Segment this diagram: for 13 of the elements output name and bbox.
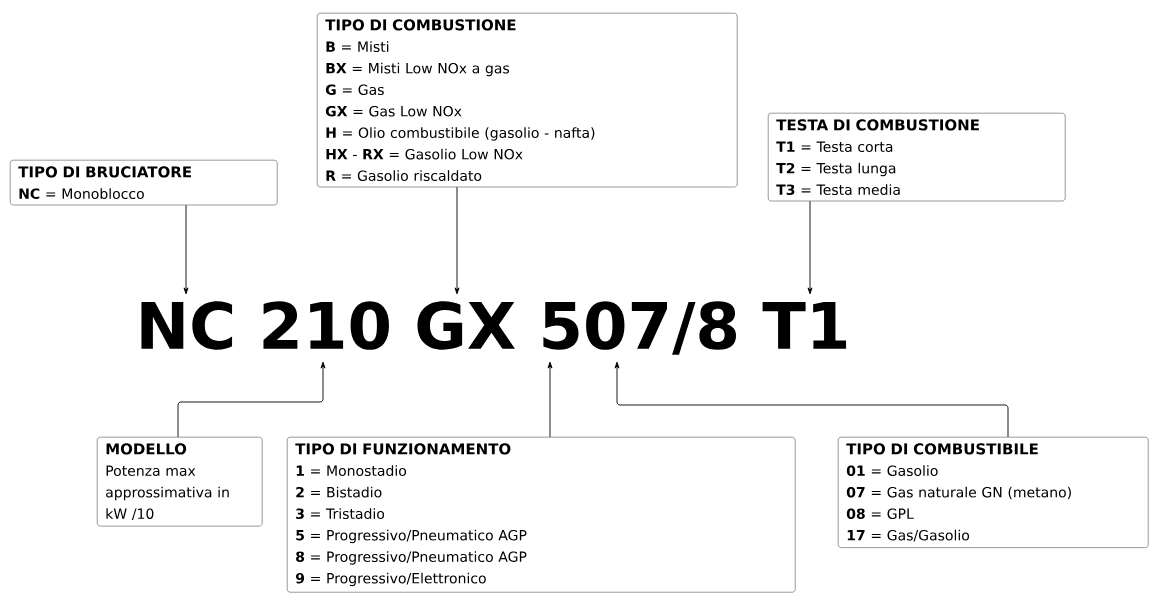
legend-box: TESTA DI COMBUSTIONE T1 = Testa corta T2 = Testa lunga T3 = Testa media bbox=[768, 113, 1066, 202]
legend-box: TIPO DI COMBUSTIONE B = Misti BX = Misti Low NOx a gas G = Gas GX = Gas Low NOx H = Olio combustibile (gasolio - nafta) HX - RX = Gasolio Low NOx R = Gasolio riscaldato bbox=[317, 13, 738, 188]
legend-box: TIPO DI BRUCIATORE NC = Monoblocco bbox=[10, 160, 278, 206]
arrow bbox=[177, 361, 326, 438]
arrow bbox=[807, 200, 813, 295]
legend-box: TIPO DI FUNZIONAMENTO 1 = Monostadio 2 = Bistadio 3 = Tristadio 5 = Progressivo/Pneumatico AGP 8 = Progressivo/Pneumatico AGP 9 = Progressivo/Elettronico bbox=[287, 437, 796, 593]
arrow bbox=[547, 361, 553, 438]
legend-box: MODELLO Potenza max approssimativa in kW /10 bbox=[97, 437, 263, 527]
model-code: NC 210 GX 507/8 T1 bbox=[141, 301, 847, 355]
arrow bbox=[183, 204, 189, 295]
arrow bbox=[454, 186, 460, 295]
legend-box: TIPO DI COMBUSTIBILE 01 = Gasolio 07 = Gas naturale GN (metano) 08 = GPL 17 = Gas/Gasolio bbox=[838, 437, 1149, 548]
arrow bbox=[614, 361, 1009, 438]
